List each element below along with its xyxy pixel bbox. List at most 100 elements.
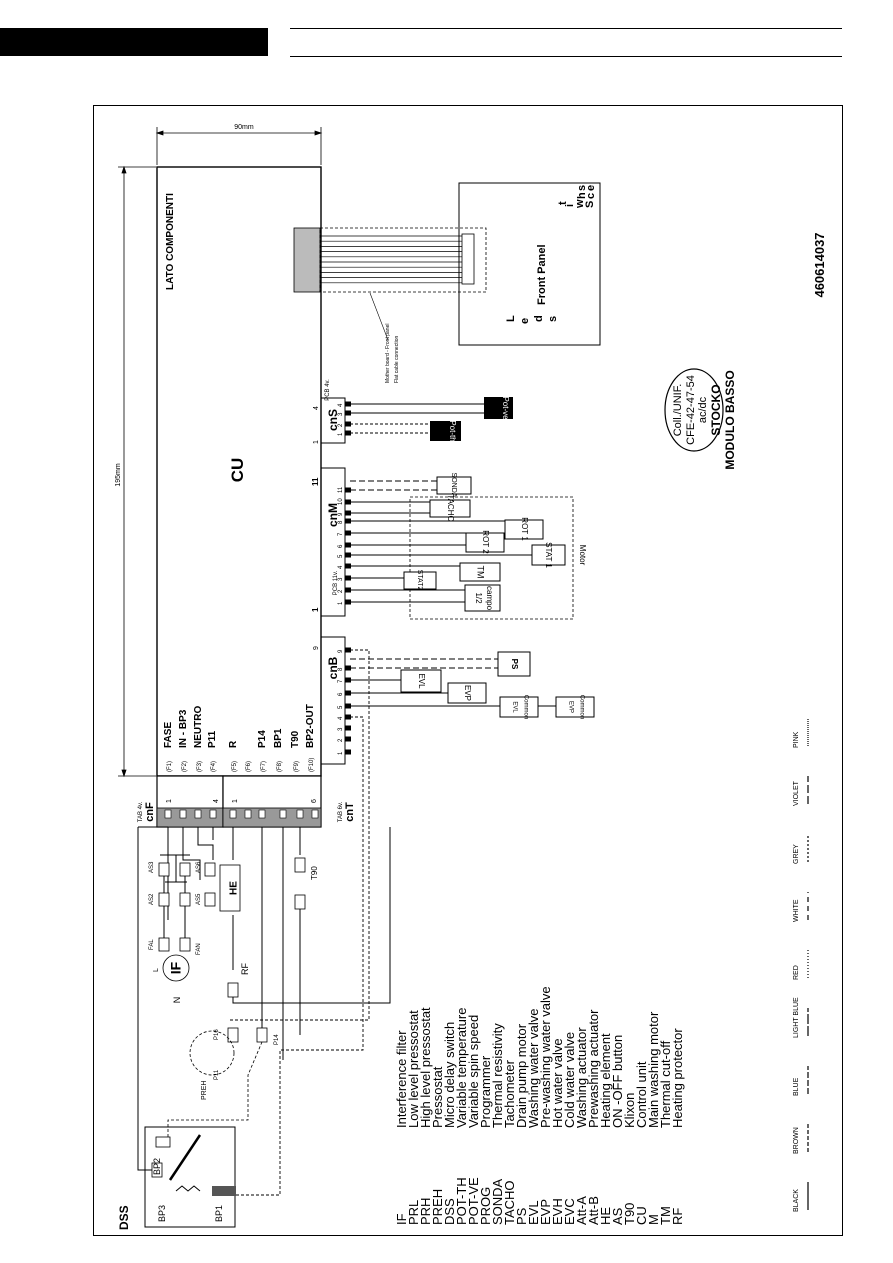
connector-pin xyxy=(345,530,351,536)
part-number: 460614037 xyxy=(812,232,827,297)
terminal-pin xyxy=(279,809,287,819)
switches-letter: i xyxy=(564,204,576,207)
flat-cable xyxy=(293,227,487,341)
legend-code: M xyxy=(646,1214,661,1225)
pin-number: 4 xyxy=(338,403,344,407)
terminal-pin xyxy=(194,809,202,819)
cnM-pin-first: 1 xyxy=(311,607,320,612)
cnF-tab: TAB 4v. xyxy=(138,801,144,822)
pin-number: 9 xyxy=(338,649,344,653)
pin-number: 3 xyxy=(338,727,344,731)
pin-number: 6 xyxy=(338,544,344,548)
f-code: (F6) xyxy=(246,761,252,772)
evl-common-label: EVL xyxy=(511,701,517,713)
cnF-pin-last: 4 xyxy=(213,799,220,803)
legend-desc: Cold water valve xyxy=(562,1032,577,1128)
pin-number: 7 xyxy=(338,532,344,536)
pot-th-block xyxy=(430,421,461,441)
legend-desc: Control unit xyxy=(634,1061,649,1128)
f-code: (F10) xyxy=(309,758,315,772)
f-code: (F4) xyxy=(211,761,217,772)
rot2-box xyxy=(465,532,505,553)
f-name: FASE xyxy=(163,722,174,748)
cnM-pcb: PCB 11v. xyxy=(333,570,339,595)
connector-pin xyxy=(345,487,351,493)
evp-common-box xyxy=(555,696,595,718)
switches-letter: e xyxy=(585,185,597,191)
sonda-box xyxy=(436,476,472,495)
label-L: L xyxy=(153,968,160,972)
connector-pin xyxy=(345,703,351,709)
wire-color-name: BLUE xyxy=(793,1077,800,1096)
terminal-pin xyxy=(229,809,237,819)
legend-desc: Interference filter xyxy=(394,1030,409,1128)
leds-letter: L xyxy=(505,315,517,322)
stat2-box xyxy=(403,571,437,590)
campo-box xyxy=(464,584,501,612)
campo-12-label: 1/2 xyxy=(474,592,483,604)
legend-code: CU xyxy=(634,1206,649,1225)
p16-label: P16 xyxy=(214,1029,220,1040)
he-label: HE xyxy=(229,881,240,895)
flat-cable-label-1: Mother board - Front panel xyxy=(385,324,391,383)
legend-desc: Low level pressostat xyxy=(406,1010,421,1128)
cnF-label: cnF xyxy=(144,802,156,822)
connector-pin xyxy=(345,725,351,731)
ps-box xyxy=(497,651,531,677)
pin-number: 2 xyxy=(338,738,344,742)
if-label: IF xyxy=(168,961,184,974)
evl-box xyxy=(400,669,442,693)
cnB-wires xyxy=(228,649,556,1196)
cnT-pin-first: 1 xyxy=(232,799,239,803)
f-code: (F5) xyxy=(232,761,238,772)
cnT-label: cnT xyxy=(344,802,356,822)
header-rule-top xyxy=(290,28,842,29)
legend-code: Att-B xyxy=(586,1196,601,1225)
connector-pin xyxy=(345,690,351,696)
f-name: IN - BP3 xyxy=(178,709,189,748)
legend-desc: Micro delay switch xyxy=(442,1022,457,1128)
dimension-height xyxy=(118,165,156,778)
pot-ve-label: Pot-ve xyxy=(501,396,510,420)
legend-code: PROG xyxy=(478,1187,493,1225)
pin-number: 1 xyxy=(338,601,344,605)
legend-desc: Pre-washing water valve xyxy=(538,986,553,1128)
pin-number: 1 xyxy=(338,751,344,755)
cnS-pcb: PCB 4v. xyxy=(325,379,331,401)
legend-code: POT-TH xyxy=(454,1177,469,1225)
dim-90mm: 90mm xyxy=(234,124,254,131)
f-name: BP2-OUT xyxy=(305,704,316,748)
tacho-box xyxy=(429,499,471,518)
pin-number: 7 xyxy=(338,679,344,683)
diagram-frame xyxy=(93,105,843,1236)
evp-label: EVP xyxy=(463,685,472,701)
terminal-pin xyxy=(179,809,187,819)
legend-code: SONDA xyxy=(490,1178,505,1225)
connector-pin xyxy=(345,430,351,436)
cnM-pin-last: 11 xyxy=(311,477,320,486)
switches-letter: h xyxy=(576,192,588,199)
pin-number: 2 xyxy=(338,423,344,427)
f-name: T90 xyxy=(290,730,301,748)
terminal-pin xyxy=(164,809,172,819)
front-panel-label: Front Panel xyxy=(536,244,548,305)
f-name: BP1 xyxy=(273,728,284,748)
pin-number: 5 xyxy=(338,554,344,558)
p14-label: P14 xyxy=(274,1034,280,1045)
connector-pin xyxy=(345,563,351,569)
connector-pin xyxy=(345,714,351,720)
f-code: (F9) xyxy=(294,761,300,772)
terminal-pin xyxy=(209,809,217,819)
cnM-label: cnM xyxy=(326,503,340,527)
legend-code: IF xyxy=(394,1213,409,1225)
connector-pin xyxy=(345,552,351,558)
legend-desc: Tachometer xyxy=(502,1059,517,1128)
as6-label: AS6 xyxy=(196,861,202,873)
wire-color-name: PINK xyxy=(793,731,800,748)
f-code: (F3) xyxy=(197,761,203,772)
switches-letter: c xyxy=(585,193,597,199)
legend-code: T90 xyxy=(622,1203,637,1225)
fal-label: FAL xyxy=(149,939,155,950)
wire-color-name: RED xyxy=(793,965,800,980)
